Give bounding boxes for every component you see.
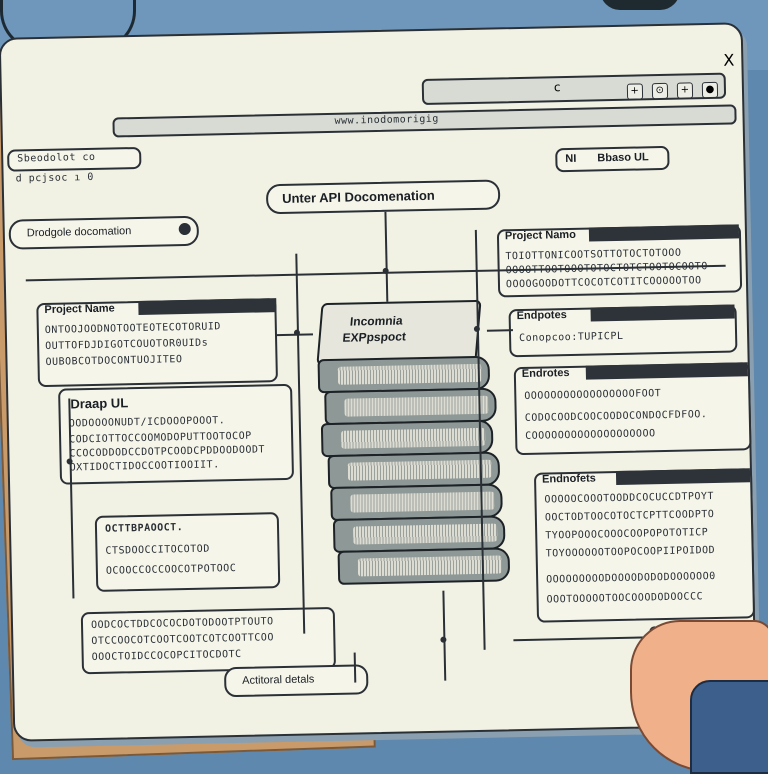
drop-panel: Draap UL OODOOOONUDT/ICDOOOPOOOT. CODCIO… (58, 383, 295, 485)
endnotes-panel: Endrotes OOOOOOOOOOOOOOOOOFOOT CODOCOODC… (513, 362, 752, 456)
endnofets-header-bar (615, 468, 751, 486)
drop-line-1: OODOOOONUDT/ICDOOOPOOOT. (68, 415, 226, 430)
small-mark: c (553, 80, 561, 95)
drop-line-3: CCOCODDODCCDOTPCOODCPDDOODOODT (69, 444, 266, 460)
wire (295, 253, 306, 634)
project-name-title: Project Name (44, 302, 115, 316)
target-icon[interactable]: ⊙ (651, 82, 668, 100)
panel-header-bar (138, 298, 277, 316)
window-controls: + ⊙ + ● (622, 77, 719, 100)
drop-title: Draap UL (70, 395, 129, 412)
endpoints-sub: Conopcoo:TUPICPL (519, 330, 624, 345)
mid-left-line-2: OCOOCCOCCOOCOTPOTOOC (105, 563, 237, 577)
wire (353, 652, 357, 683)
url-bar[interactable]: www.inodomorigig (112, 104, 737, 138)
bottom-left-panel: OODCOCTDDCOCOCDOTODOOTPTOUTO OTCCOOCOTCO… (80, 606, 337, 675)
endnofets-title: Endnofets (541, 472, 596, 486)
book-title-1: Incomnia (349, 313, 404, 329)
right-line-3: OOOOGOODOTTCOCOTCOTITCOOOOOTOO (505, 275, 702, 291)
endnotes-header-bar (585, 362, 748, 380)
additional-details-button[interactable]: Actitoral detals (223, 664, 369, 698)
book-stack: Incomnia EXPpspoct (312, 299, 511, 604)
sleeve (690, 680, 768, 774)
bottom-line-3: OOOCTOIDCCOCOPCITOCDOTC (91, 648, 242, 664)
endnofets-line-3: TYOOPOOOCOOOCOOPOPOTOTICP (545, 527, 709, 542)
window-toolbar: c + ⊙ + ● (421, 72, 727, 106)
endpoints-header-bar (590, 304, 735, 322)
endnotes-line-2: CODOCOODCOOCOODOCONDOCFDFOO. (524, 409, 708, 424)
connector-dot (382, 267, 389, 274)
project-line-3: OUBOBCOTDOCONTUOJITEO (45, 354, 183, 368)
endnofets-line-1: OOOOOCOOOTOODDCOCUCCDTPOYT (544, 490, 715, 506)
mid-left-title: OCTTBPAOOCT. (104, 522, 184, 535)
wire (442, 590, 447, 681)
additional-details-label: Actitoral detals (242, 673, 315, 687)
mid-left-panel: OCTTBPAOOCT. CTSDOOCCITOCOTOD OCOOCCOCCO… (94, 512, 281, 592)
add-icon-2[interactable]: + (676, 82, 694, 99)
project-line-1: ONTOOJOODNOTOOTEOTECOTORUID (44, 321, 221, 336)
book-7 (337, 547, 511, 585)
close-icon[interactable]: X (723, 50, 735, 70)
bottom-line-2: OTCCOOCOTCOOTCOOTCOTCOOTTCOO (91, 632, 275, 648)
mid-left-line-1: CTSDOOCCITOCOTOD (105, 543, 210, 557)
endnofets-panel: Endnofets OOOOOCOOOTOODDCOCUCCDTPOYT OOC… (533, 468, 756, 623)
right-line-1: TOIOTTONICOOTSOTTOTOCTOTOOO (505, 247, 682, 263)
header-line-1: Sbeodolot co (17, 151, 96, 165)
header-box: Sbeodolot co (7, 146, 142, 172)
endpoints-title: Endpotes (516, 309, 567, 323)
search-box[interactable]: Drodgole docomation (8, 215, 200, 250)
add-icon[interactable]: + (626, 83, 643, 100)
endnofets-line-5: OOOOOOOOODOOOODODODOOOOOO0 (546, 570, 716, 586)
endpoints-panel: Endpotes Conopcoo:TUPICPL (508, 304, 738, 358)
page-title: Unter API Docomenation (281, 187, 435, 206)
right-header-bar (588, 224, 740, 242)
connector-dot (293, 329, 301, 336)
tag-right: Bbaso UL (597, 151, 649, 165)
drop-line-4: OXTIDOCTIDOCCOOTIOOIIT. (69, 459, 220, 474)
base-url-tag[interactable]: NI Bbaso UL (555, 145, 670, 173)
endnotes-line-1: OOOOOOOOOOOOOOOOOFOOT (524, 388, 662, 402)
connector-dot (66, 458, 73, 465)
wire (384, 211, 389, 302)
book-title-2: EXPpspoct (342, 329, 407, 345)
header-line-2: d pcjsoc ı 0 (15, 171, 95, 185)
connector-dot (440, 636, 447, 643)
connector-dot (473, 325, 480, 332)
main-title-box: Unter API Docomenation (265, 179, 501, 215)
endnofets-line-2: OOCTODTOOCOTOCTCPTTCOODPTO (544, 508, 715, 524)
project-name-panel: Project Name ONTOOJOODNOTOOTEOTECOTORUID… (36, 298, 278, 388)
right-project-title: Project Namo (504, 228, 577, 243)
endnotes-title: Endrotes (521, 366, 570, 380)
url-text: www.inodomorigig (334, 113, 439, 127)
endnofets-line-4: TOYOOOOOOTOOPOCOOPIIPOIDOD (545, 544, 716, 560)
tag-left: NI (565, 152, 577, 166)
drop-line-2: CODCIOTTOCCOOMODOPUTTOOTOCOP (69, 430, 252, 446)
search-label: Drodgole docomation (26, 225, 132, 240)
project-line-2: OUTTOFDJDIGOTCOUOTOR0UIDs (45, 337, 209, 352)
record-icon[interactable]: ● (701, 81, 719, 99)
endnofets-line-6: OOOTOOOOOTOOCOOODODOOCCC (546, 591, 704, 606)
bottom-line-1: OODCOCTDDCOCOCDOTODOOTPTOUTO (90, 616, 274, 632)
mug (600, 0, 680, 10)
endnotes-line-3: COOOOOOOOOOOOOOOOOOO (525, 428, 656, 442)
search-icon[interactable] (178, 222, 191, 236)
right-project-panel: Project Namo TOIOTTONICOOTSOTTOTOCTOTOOO… (496, 224, 743, 298)
